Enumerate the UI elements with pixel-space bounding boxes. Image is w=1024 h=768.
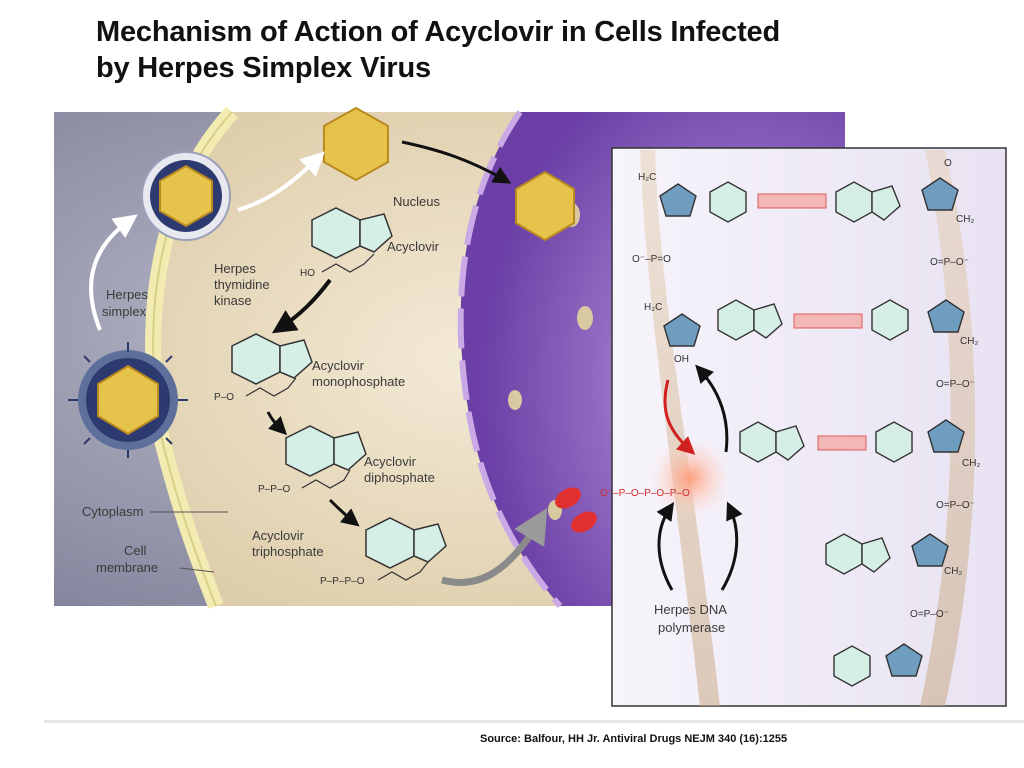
- monophosphate-structure: [231, 333, 313, 385]
- herpes-virus-outside: [68, 342, 188, 458]
- triphosphate-structure: [365, 517, 447, 569]
- title-line-1: Mechanism of Action of Acyclovir in Cell…: [96, 16, 780, 48]
- polymerase-label-1: Herpes DNA: [654, 602, 727, 617]
- di-side-chain: [301, 469, 351, 489]
- right-backbone: [920, 150, 976, 706]
- diphosphate-label-1: Acyclovir: [364, 454, 417, 469]
- red-attack-arrow: [663, 379, 696, 455]
- dna-panel: H₂C O⁻–P=O H₂C OH O CH₂ O=P–O⁻ CH₂ O=P–O…: [600, 147, 1007, 707]
- acyclovir-label: Acyclovir: [387, 239, 440, 254]
- phosphate-right-label-3: O=P–O⁻: [936, 500, 975, 511]
- diphosphate-label-2: diphosphate: [364, 470, 435, 485]
- polymerase-label-2: polymerase: [658, 620, 725, 635]
- oh-label: OH: [674, 354, 689, 365]
- ch2-label-4: CH₂: [944, 566, 962, 577]
- extension-arrow: [695, 364, 729, 453]
- h2c-label-1: H₂C: [638, 172, 656, 183]
- base-pair-row-3: [739, 419, 965, 463]
- base-pair-row-2: [663, 299, 965, 347]
- cell-membrane-label-1: Cell: [124, 543, 147, 558]
- incorporation-glow: [650, 438, 730, 518]
- acyclovir-triphosphate-blob: [555, 487, 597, 533]
- ppp-o-label: P–P–P–O: [320, 576, 365, 587]
- di-to-tri-arrow: [328, 498, 360, 527]
- cell-membrane-label-2: membrane: [96, 560, 158, 575]
- h2c-label-2: H₂C: [644, 302, 662, 313]
- left-backbone: [640, 150, 720, 706]
- phosphate-right-label-1: O=P–O⁻: [930, 257, 969, 268]
- triphosphate-label-2: triphosphate: [252, 544, 324, 559]
- tk-arrow: [271, 278, 332, 334]
- ch2-label-1: CH₂: [956, 214, 974, 225]
- herpes-tk-label-3: kinase: [214, 293, 252, 308]
- monophosphate-label-1: Acyclovir: [312, 358, 365, 373]
- nuclear-pore: [577, 306, 593, 330]
- entry-arrow: [89, 214, 138, 331]
- uncoating-arrow: [237, 151, 325, 212]
- herpes-virus-fusing: [141, 151, 231, 241]
- phosphate-right-label-2: O=P–O⁻: [936, 379, 975, 390]
- capsid-in-cytoplasm: [323, 106, 389, 182]
- p-o-label: P–O: [214, 392, 234, 403]
- polymerase-arrow-left: [656, 502, 675, 591]
- into-nucleus-arrow: [441, 507, 548, 586]
- ch2-label-2: CH₂: [960, 336, 978, 347]
- base-pair-row-1: [659, 177, 959, 223]
- tri-side-chain: [377, 561, 429, 581]
- ch2-label-3: CH₂: [962, 458, 980, 469]
- diphosphate-structure: [285, 425, 367, 477]
- page-title: Mechanism of Action of Acyclovir in Cell…: [96, 14, 780, 86]
- monophosphate-label-2: monophosphate: [312, 374, 405, 389]
- title-line-2: by Herpes Simplex Virus: [96, 52, 431, 84]
- base-pair-row-4: [825, 533, 949, 575]
- source-citation: Source: Balfour, HH Jr. Antiviral Drugs …: [480, 733, 788, 745]
- acyclovir-structure: [311, 207, 393, 259]
- pp-o-label: P–P–O: [258, 484, 290, 495]
- polymerase-arrow-right: [720, 501, 743, 591]
- transport-arrow: [401, 140, 512, 184]
- herpes-tk-label-2: thymidine: [214, 277, 270, 292]
- triphosphate-chain-label: O⁻–P–O–P–O–P–O: [600, 488, 690, 499]
- herpes-tk-label-1: Herpes: [214, 261, 256, 276]
- o-label-1: O: [944, 158, 952, 169]
- herpes-simplex-label-1: Herpes: [106, 287, 148, 302]
- acyclovir-side-chain: [321, 253, 375, 273]
- triphosphate-label-1: Acyclovir: [252, 528, 305, 543]
- phosphate-left-label: O⁻–P=O: [632, 254, 671, 265]
- nucleus-label: Nucleus: [393, 194, 440, 209]
- mono-to-di-arrow: [266, 411, 288, 436]
- ho-label: HO: [300, 268, 315, 279]
- nuclear-pore: [508, 390, 522, 410]
- phosphate-right-label-4: O=P–O⁻: [910, 609, 949, 620]
- cytoplasm-label: Cytoplasm: [82, 504, 143, 519]
- mono-side-chain: [245, 377, 297, 397]
- base-pair-row-5: [833, 643, 923, 687]
- herpes-simplex-label-2: simplex: [102, 304, 147, 319]
- footer-divider: [44, 720, 1024, 723]
- capsid-at-nucleus: [515, 170, 575, 242]
- membrane-leader: [179, 567, 215, 573]
